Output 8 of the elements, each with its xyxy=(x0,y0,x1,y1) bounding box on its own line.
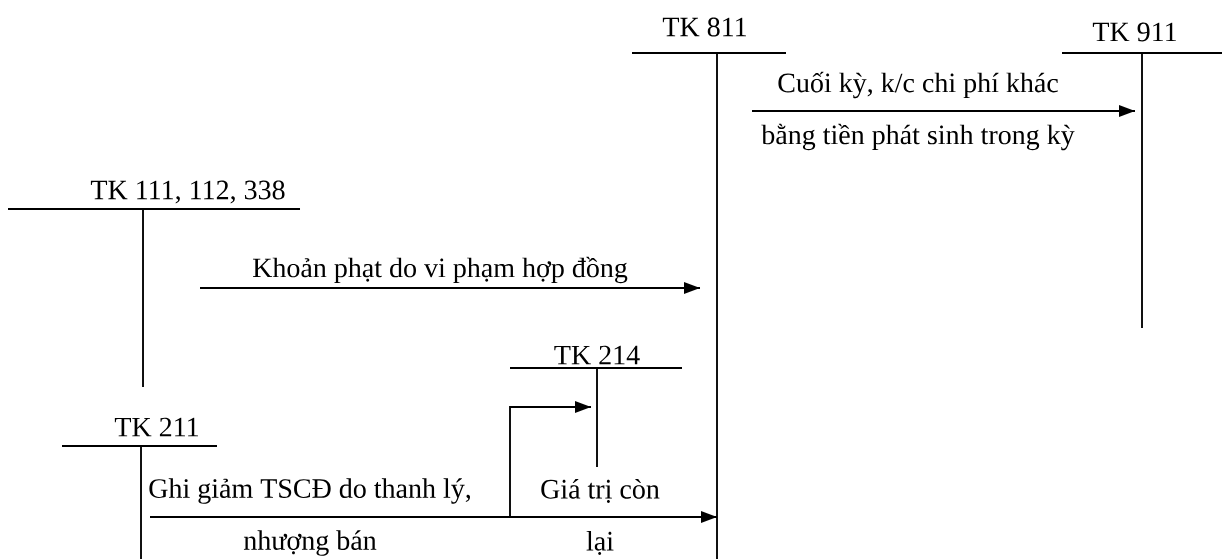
edge-label: Ghi giảm TSCĐ do thanh lý, nhượng bán xyxy=(149,478,470,556)
arrow xyxy=(751,105,1136,117)
arrow xyxy=(199,282,701,294)
arrow xyxy=(149,401,592,518)
edge-label: Khoản phạt do vi phạm hợp đồng xyxy=(253,256,628,284)
note-label: Giá trị còn lại xyxy=(541,478,660,556)
edge-label: Cuối kỳ, k/c chi phí khác bằng tiền phát sinh trong kỳ xyxy=(761,71,1075,151)
t-account: TK 214 xyxy=(509,345,683,468)
